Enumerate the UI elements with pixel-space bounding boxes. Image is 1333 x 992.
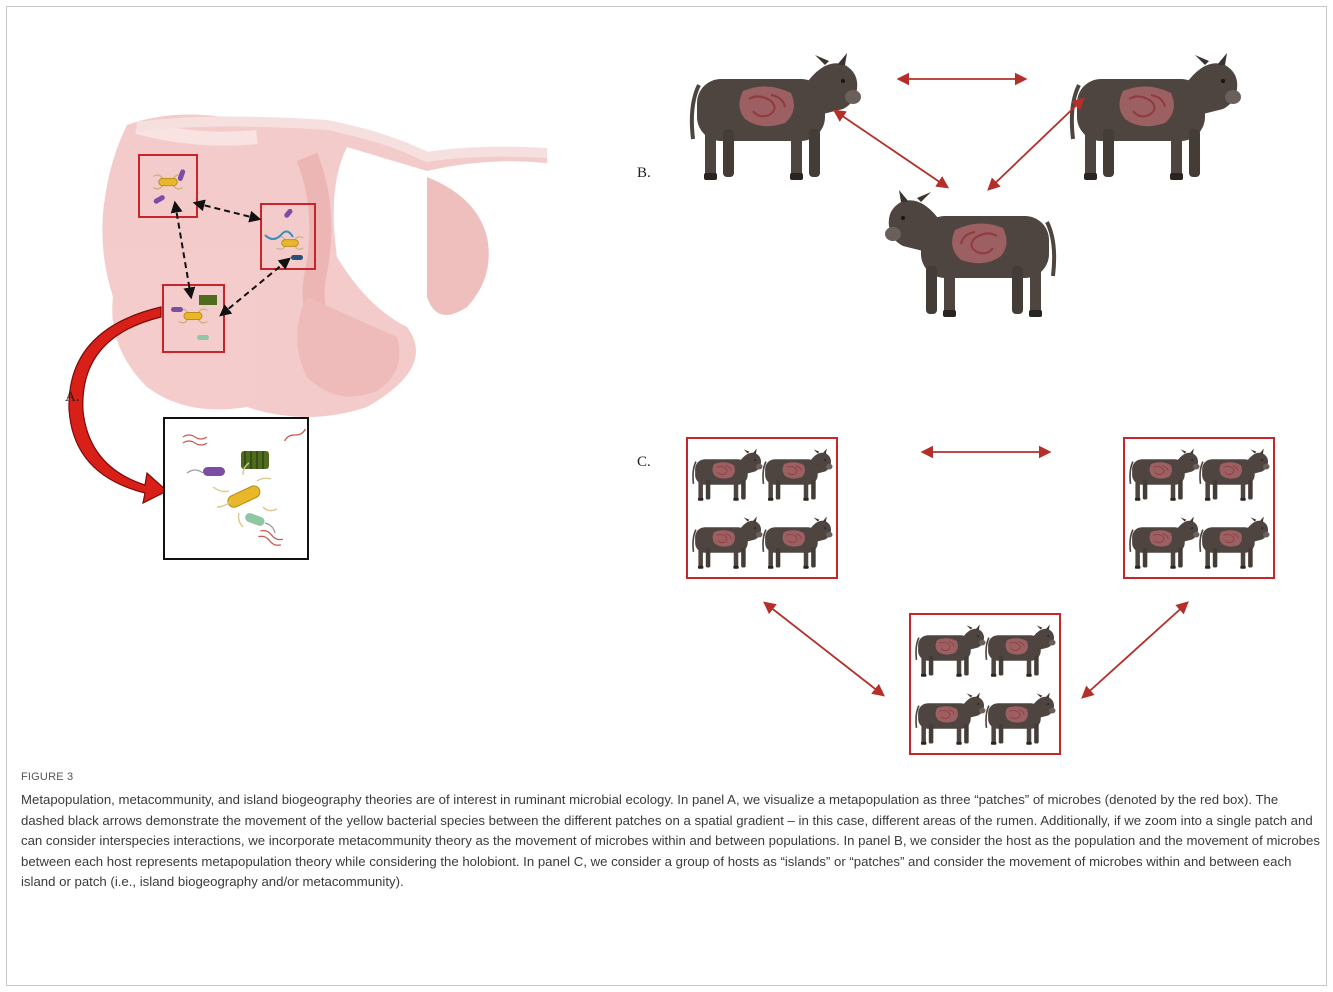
figure-illustration: A. B. C. — [7, 7, 1328, 767]
caption-text: Metapopulation, metacommunity, and islan… — [21, 790, 1321, 893]
cow-b-bottom — [885, 190, 1054, 317]
panel-c-label: C. — [637, 454, 651, 470]
panel-a-label: A. — [65, 389, 80, 405]
island-bottom — [910, 614, 1060, 754]
cow-b-right — [1072, 53, 1241, 180]
rumen-illustration — [102, 114, 547, 417]
island-left — [687, 438, 837, 578]
panel-a: A. — [65, 114, 547, 559]
panel-b-label: B. — [637, 165, 651, 181]
figure-number: FIGURE 3 — [21, 771, 1321, 783]
figure-caption: FIGURE 3 Metapopulation, metacommunity, … — [21, 771, 1321, 893]
island-right — [1124, 438, 1274, 578]
panel-b: B. — [637, 53, 1241, 317]
panel-b-arrows — [835, 79, 1083, 189]
panel-c: C. — [637, 438, 1274, 754]
figure-frame: A. B. C. — [6, 6, 1327, 986]
zoomed-patch — [164, 418, 308, 559]
cow-b-left — [692, 53, 861, 180]
